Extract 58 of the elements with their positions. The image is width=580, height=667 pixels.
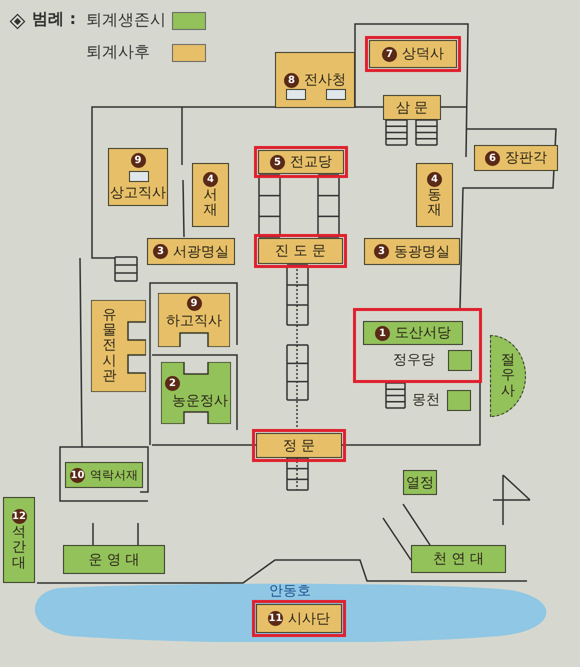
building-name: 농운정사 [172, 392, 228, 410]
building-block [383, 95, 441, 120]
lake-name: 안동호 [269, 582, 311, 600]
number-badge: 4 [203, 172, 218, 187]
building-block [275, 52, 355, 108]
building-name: 전사청 [304, 71, 346, 89]
building-block [108, 148, 168, 206]
legend-text: 퇴계사후 [86, 42, 151, 63]
building-name: 역락서재 [90, 466, 138, 484]
building-name: 운 영 대 [88, 550, 140, 568]
number-badge: 1 [375, 326, 390, 340]
building-name: 진 도 문 [275, 242, 326, 260]
legend-heading: 범례 : [32, 9, 76, 30]
building-name: 정 문 [282, 436, 316, 454]
building-block [474, 145, 558, 171]
number-badge: 6 [485, 150, 500, 166]
building-name: 서광명실 [173, 242, 229, 260]
building-name: 절우사 [501, 352, 515, 400]
building-name: 장판각 [505, 149, 547, 167]
building-block [411, 545, 506, 573]
number-badge: 10 [70, 468, 85, 482]
building-name: 하고직사 [166, 312, 222, 330]
number-badge: 7 [382, 46, 397, 62]
building-name: 열정 [406, 474, 434, 492]
building-name: 천 연 대 [433, 550, 484, 568]
number-badge: 4 [427, 172, 442, 187]
building-name: 상덕사 [402, 45, 444, 63]
building-block [416, 163, 453, 227]
building-block [65, 462, 143, 488]
building-name: 석간대 [12, 524, 26, 572]
legend-text: 퇴계생존시 [86, 10, 162, 31]
number-badge: 3 [153, 244, 168, 259]
building-block [192, 163, 229, 227]
building-block [161, 362, 231, 424]
building-block [91, 300, 146, 392]
building-name: 몽천 [412, 391, 440, 409]
building-name: 시사단 [288, 610, 330, 628]
building-name: 삼 문 [396, 98, 428, 116]
building-block [147, 238, 235, 265]
building-block [158, 293, 230, 347]
building-name: 서재 [204, 188, 218, 218]
building-name: 정우당 [393, 351, 435, 369]
building-block [3, 497, 35, 583]
building-name: 유물전시관 [102, 308, 116, 384]
building-block [63, 545, 165, 574]
number-badge: 11 [268, 611, 283, 626]
number-badge: 9 [130, 152, 146, 168]
number-badge: 3 [374, 244, 389, 259]
building-block [364, 238, 460, 265]
building-name: 동재 [428, 188, 442, 218]
number-badge: 5 [270, 154, 285, 170]
building-name: 도산서당 [395, 324, 451, 342]
building-name: 동광명실 [394, 242, 450, 260]
number-badge: 12 [12, 508, 26, 524]
building-name: 상고직사 [110, 184, 166, 202]
building-block [363, 321, 463, 345]
building-name: 전교당 [290, 153, 332, 171]
number-badge: 8 [284, 72, 299, 88]
